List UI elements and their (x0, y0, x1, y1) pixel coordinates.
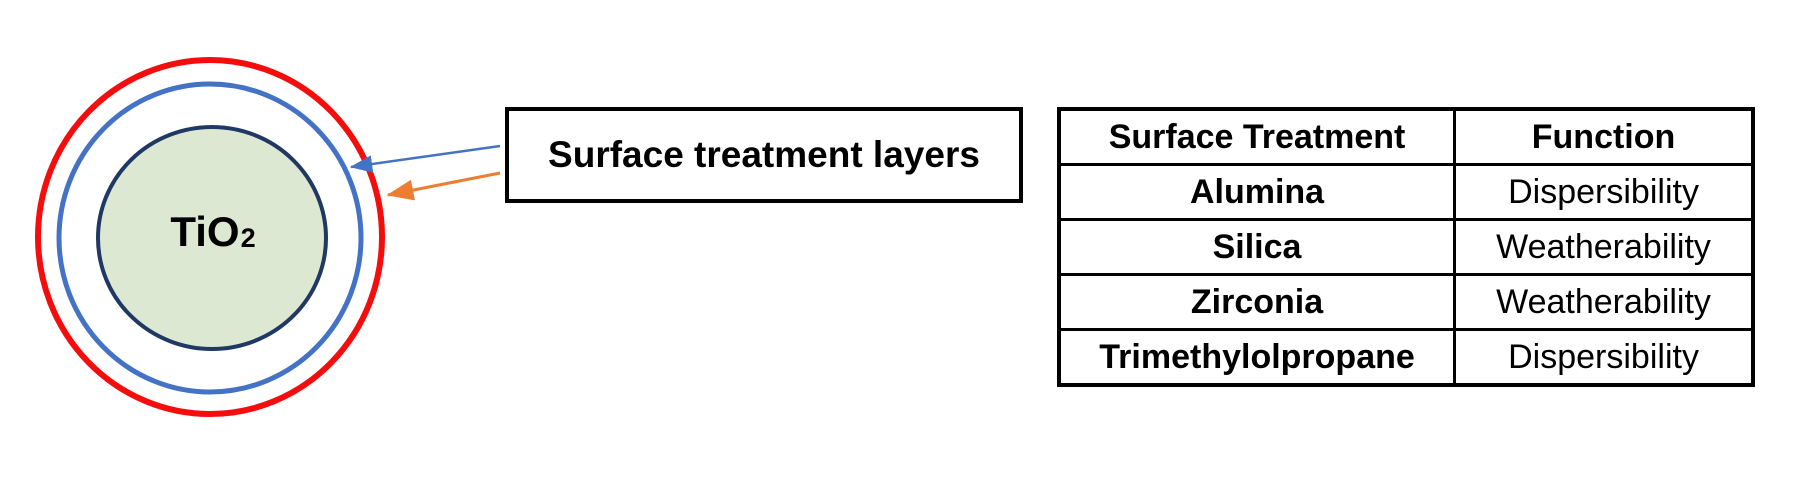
orange-callout-arrow (386, 171, 501, 201)
callout-label: Surface treatment layers (548, 134, 980, 175)
header-surface-treatment: Surface Treatment (1057, 107, 1457, 166)
treatment-cell: Zirconia (1057, 273, 1457, 331)
table-row: Silica Weatherability (1057, 218, 1755, 276)
surface-treatment-callout-box: Surface treatment layers (505, 107, 1023, 203)
treatment-cell: Alumina (1057, 163, 1457, 221)
tio2-formula-base: TiO (170, 208, 240, 255)
function-cell: Weatherability (1453, 218, 1755, 276)
table-header-row: Surface Treatment Function (1057, 107, 1755, 166)
outer-treatment-ring (35, 57, 385, 417)
function-cell: Dispersibility (1453, 328, 1755, 387)
table-row: Alumina Dispersibility (1057, 163, 1755, 221)
blue-callout-arrow (349, 144, 501, 173)
table-row: Trimethylolpropane Dispersibility (1057, 328, 1755, 387)
particle-diagram (35, 57, 501, 417)
treatment-cell: Trimethylolpropane (1057, 328, 1457, 387)
middle-treatment-ring (56, 81, 364, 395)
surface-treatment-table: Surface Treatment Function Alumina Dispe… (1057, 107, 1755, 387)
table-row: Zirconia Weatherability (1057, 273, 1755, 331)
tio2-core-circle (96, 125, 328, 351)
function-cell: Dispersibility (1453, 163, 1755, 221)
header-function: Function (1453, 107, 1755, 166)
function-cell: Weatherability (1453, 273, 1755, 331)
treatment-cell: Silica (1057, 218, 1457, 276)
